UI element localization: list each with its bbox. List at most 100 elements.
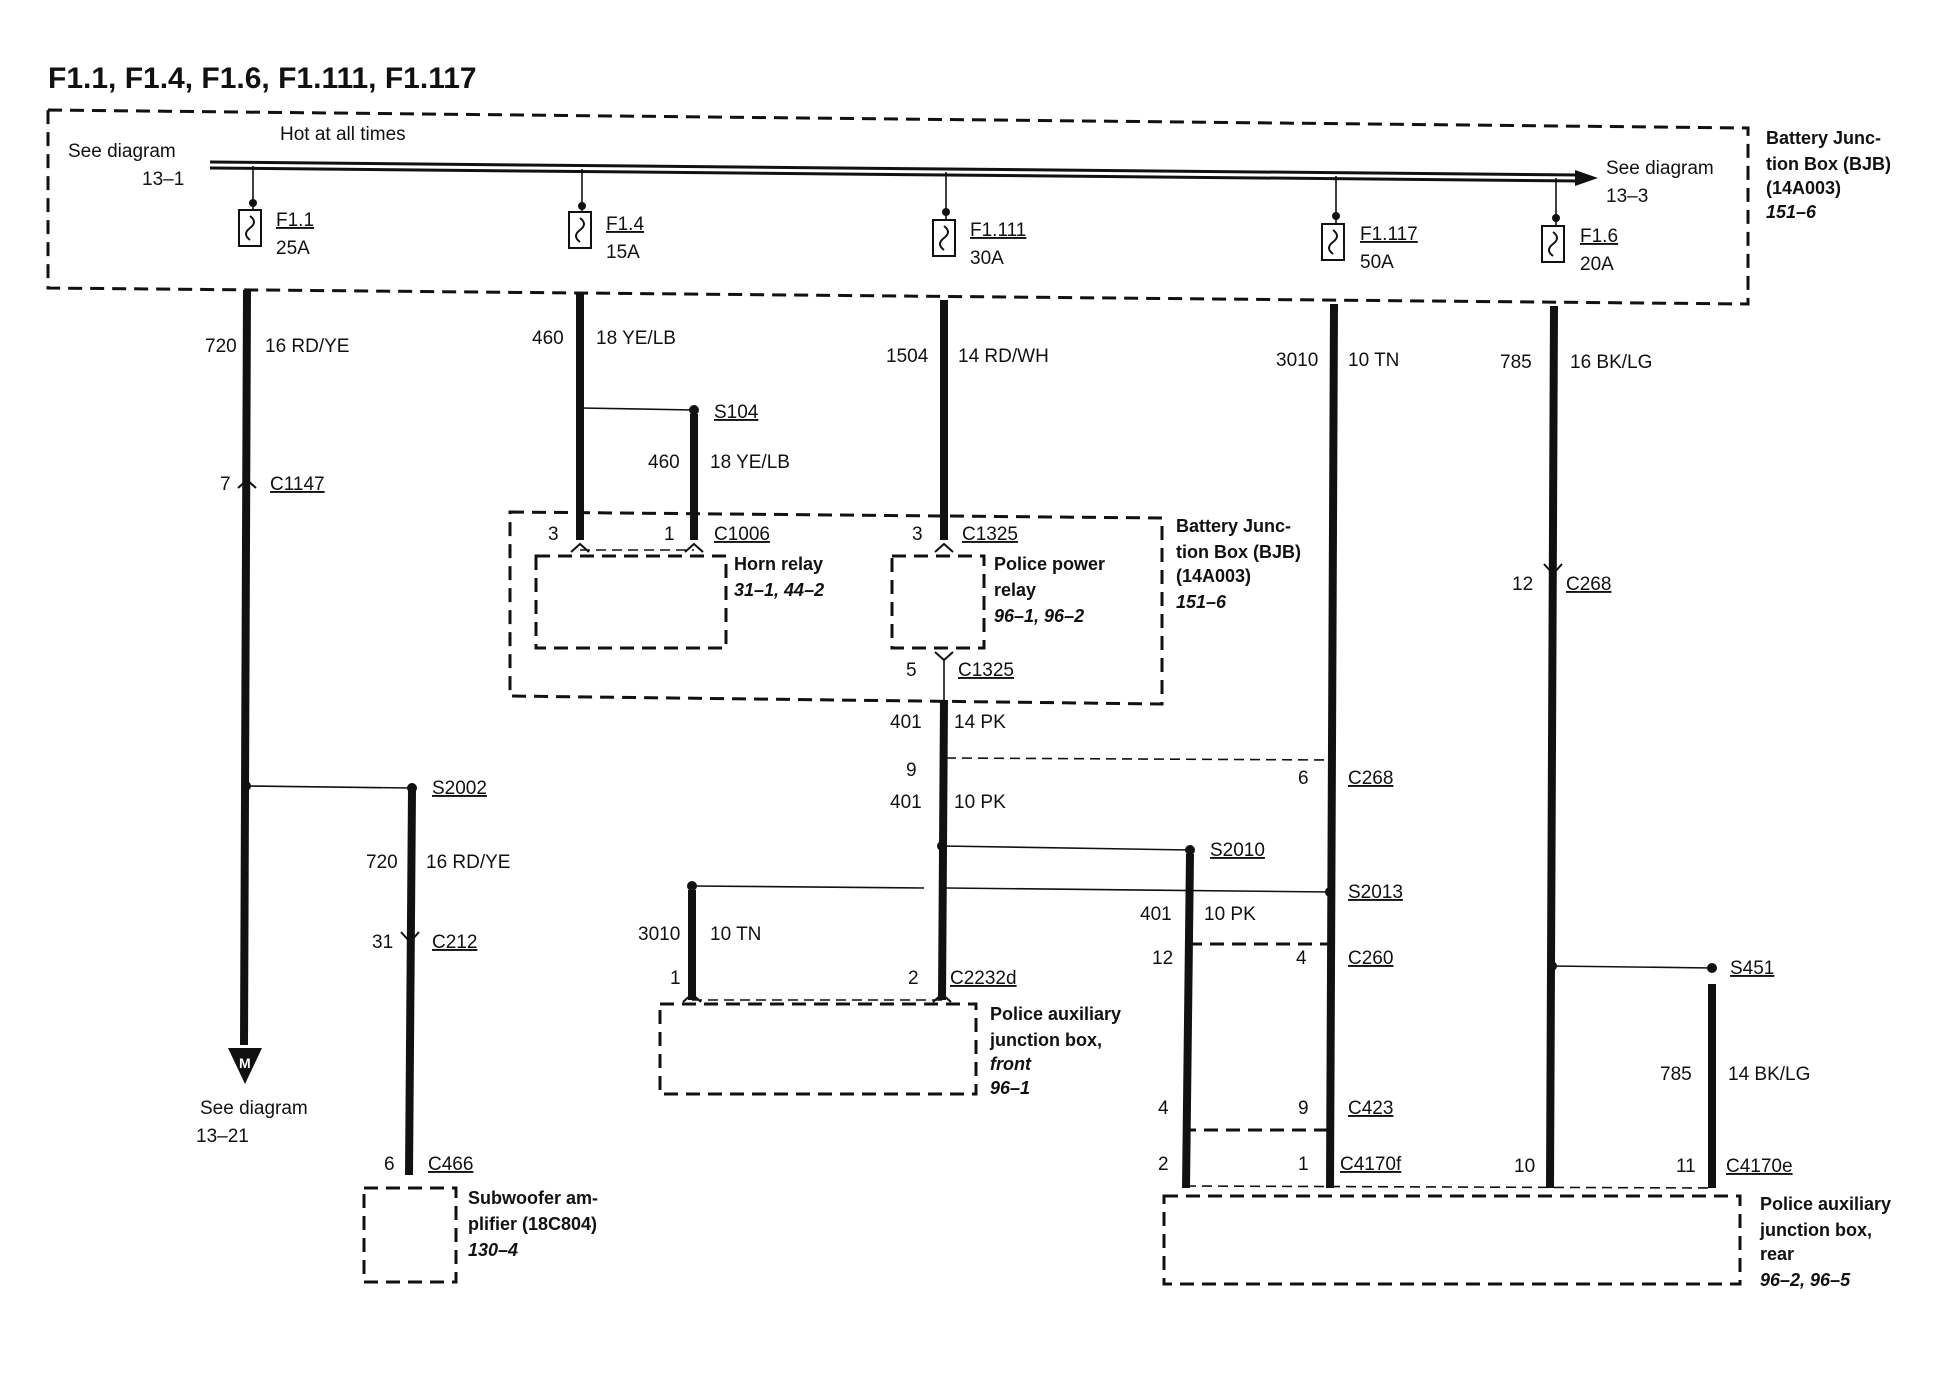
s2002-branch [245,785,413,789]
wire-1504-spec: 14 RD/WH [958,346,1049,367]
fuse-f1-6 [1541,178,1565,263]
fuse-f1-1-rating: 25A [276,238,310,259]
subwoofer-line1: Subwoofer am- [468,1188,598,1208]
bjb-main-line3: (14A003) [1766,178,1841,198]
wire-785b-spec: 14 BK/LG [1728,1064,1810,1085]
s451-link [1551,965,1713,969]
c268-pin9: 9 [906,760,917,781]
ground-m-symbol [228,1048,262,1084]
police-power-relay-ref: 96–1, 96–2 [994,606,1084,626]
wire-3010-main [1326,303,1338,1189]
wire-3010-num: 3010 [1276,350,1318,371]
c2232d-pin2: 2 [908,968,919,989]
wire-3010-spec: 10 TN [1348,350,1399,371]
c1006-id: C1006 [714,524,770,545]
c268-top-pin: 12 [1512,574,1533,595]
fuse-f1-1 [238,166,262,247]
wire-785b-num: 785 [1660,1064,1692,1085]
pajb-rear-line2: junction box, [1759,1220,1872,1240]
c4170e-pin10: 10 [1514,1156,1535,1177]
subwoofer-box [362,1186,458,1284]
wire-401a-num: 401 [890,712,922,733]
bjb-relay-line3: (14A003) [1176,566,1251,586]
fuse-f1-111-rating: 30A [970,248,1004,269]
fuse-f1-117 [1321,176,1345,261]
c1147-pin: 7 [220,474,231,495]
police-power-relay-box [890,554,986,650]
wire-785-num: 785 [1500,352,1532,373]
c4170f-pin2: 2 [1158,1154,1169,1175]
splice-s2010-node [1185,845,1195,855]
c1006-pin3: 3 [548,524,559,545]
wire-720b-num: 720 [366,852,398,873]
c4170e-pin11: 11 [1676,1156,1696,1177]
wire-460-spec: 18 YE/LB [596,328,676,349]
wire-785-spec: 16 BK/LG [1570,352,1652,373]
bus-left-label: See diagram [68,141,176,162]
wire-720-num: 720 [205,336,237,357]
c4170e-id: C4170e [1726,1156,1793,1177]
ground-ref-num: 13–21 [196,1126,249,1147]
s104-branch [579,407,695,411]
c268-link [945,757,1331,761]
bjb-relay-line1: Battery Junc- [1176,516,1291,536]
pajb-rear-line3: rear [1760,1244,1794,1264]
c212-id: C212 [432,932,477,953]
fuse-f1-4-rating: 15A [606,242,640,263]
fuse-f1-4-name: F1.4 [606,214,644,235]
horn-relay-name: Horn relay [734,554,823,574]
bus-right-label: See diagram [1606,158,1714,179]
wire-460b-spec: 18 YE/LB [710,452,790,473]
s2013-link [945,887,1331,893]
wire-401-rear [1182,853,1194,1189]
c2232d-pin1: 1 [670,968,681,989]
c466-id: C466 [428,1154,473,1175]
pajb-front-line1: Police auxiliary [990,1004,1121,1024]
connector-c1147-mark [237,478,257,489]
wire-3010b-spec: 10 TN [710,924,761,945]
wire-401b-spec: 10 PK [954,792,1006,813]
s2010-label: S2010 [1210,840,1265,861]
c268-pin6: 6 [1298,768,1309,789]
fuse-f1-117-name: F1.117 [1360,224,1418,245]
c1325-bot-id: C1325 [958,660,1014,681]
bjb-relay-ref: 151–6 [1176,592,1227,612]
c260-pin4: 4 [1296,948,1307,969]
c2232d-id: C2232d [950,968,1017,989]
c268-top-id: C268 [1566,574,1611,595]
c212-pin: 31 [372,932,393,953]
c466-pin: 6 [384,1154,395,1175]
subwoofer-ref: 130–4 [468,1240,518,1260]
police-power-relay-line2: relay [994,580,1036,600]
wire-785-main [1546,305,1558,1189]
c212-mark [400,931,420,944]
c268-mid-id: C268 [1348,768,1393,789]
splice-s451-node [1707,963,1717,973]
pajb-rear-line1: Police auxiliary [1760,1194,1891,1214]
wire-720b-spec: 16 RD/YE [426,852,510,873]
c423-id: C423 [1348,1098,1393,1119]
s104-label: S104 [714,402,759,423]
wire-720-sub [405,789,416,1176]
c260-c423-box [1188,942,1332,1132]
wire-720-main [240,289,251,1046]
wire-401c-num: 401 [1140,904,1172,925]
bjb-relay-box [508,510,1164,706]
horn-relay-box [534,554,728,650]
fuse-f1-117-rating: 50A [1360,252,1394,273]
wire-401c-spec: 10 PK [1204,904,1256,925]
s2010-link [941,845,1191,851]
s2013-label: S2013 [1348,882,1403,903]
bjb-main-line1: Battery Junc- [1766,128,1881,148]
c423-pin9: 9 [1298,1098,1309,1119]
bjb-relay-line2: tion Box (BJB) [1176,542,1301,562]
pajb-front-line2: junction box, [989,1030,1102,1050]
police-power-relay-line1: Police power [994,554,1105,574]
fuse-f1-111-name: F1.111 [970,220,1026,241]
bus-left-ref: 13–1 [142,169,184,190]
c1147-id: C1147 [270,474,325,495]
s2002-label: S2002 [432,778,487,799]
bjb-main-ref: 151–6 [1766,202,1817,222]
fuse-f1-6-rating: 20A [1580,254,1614,275]
